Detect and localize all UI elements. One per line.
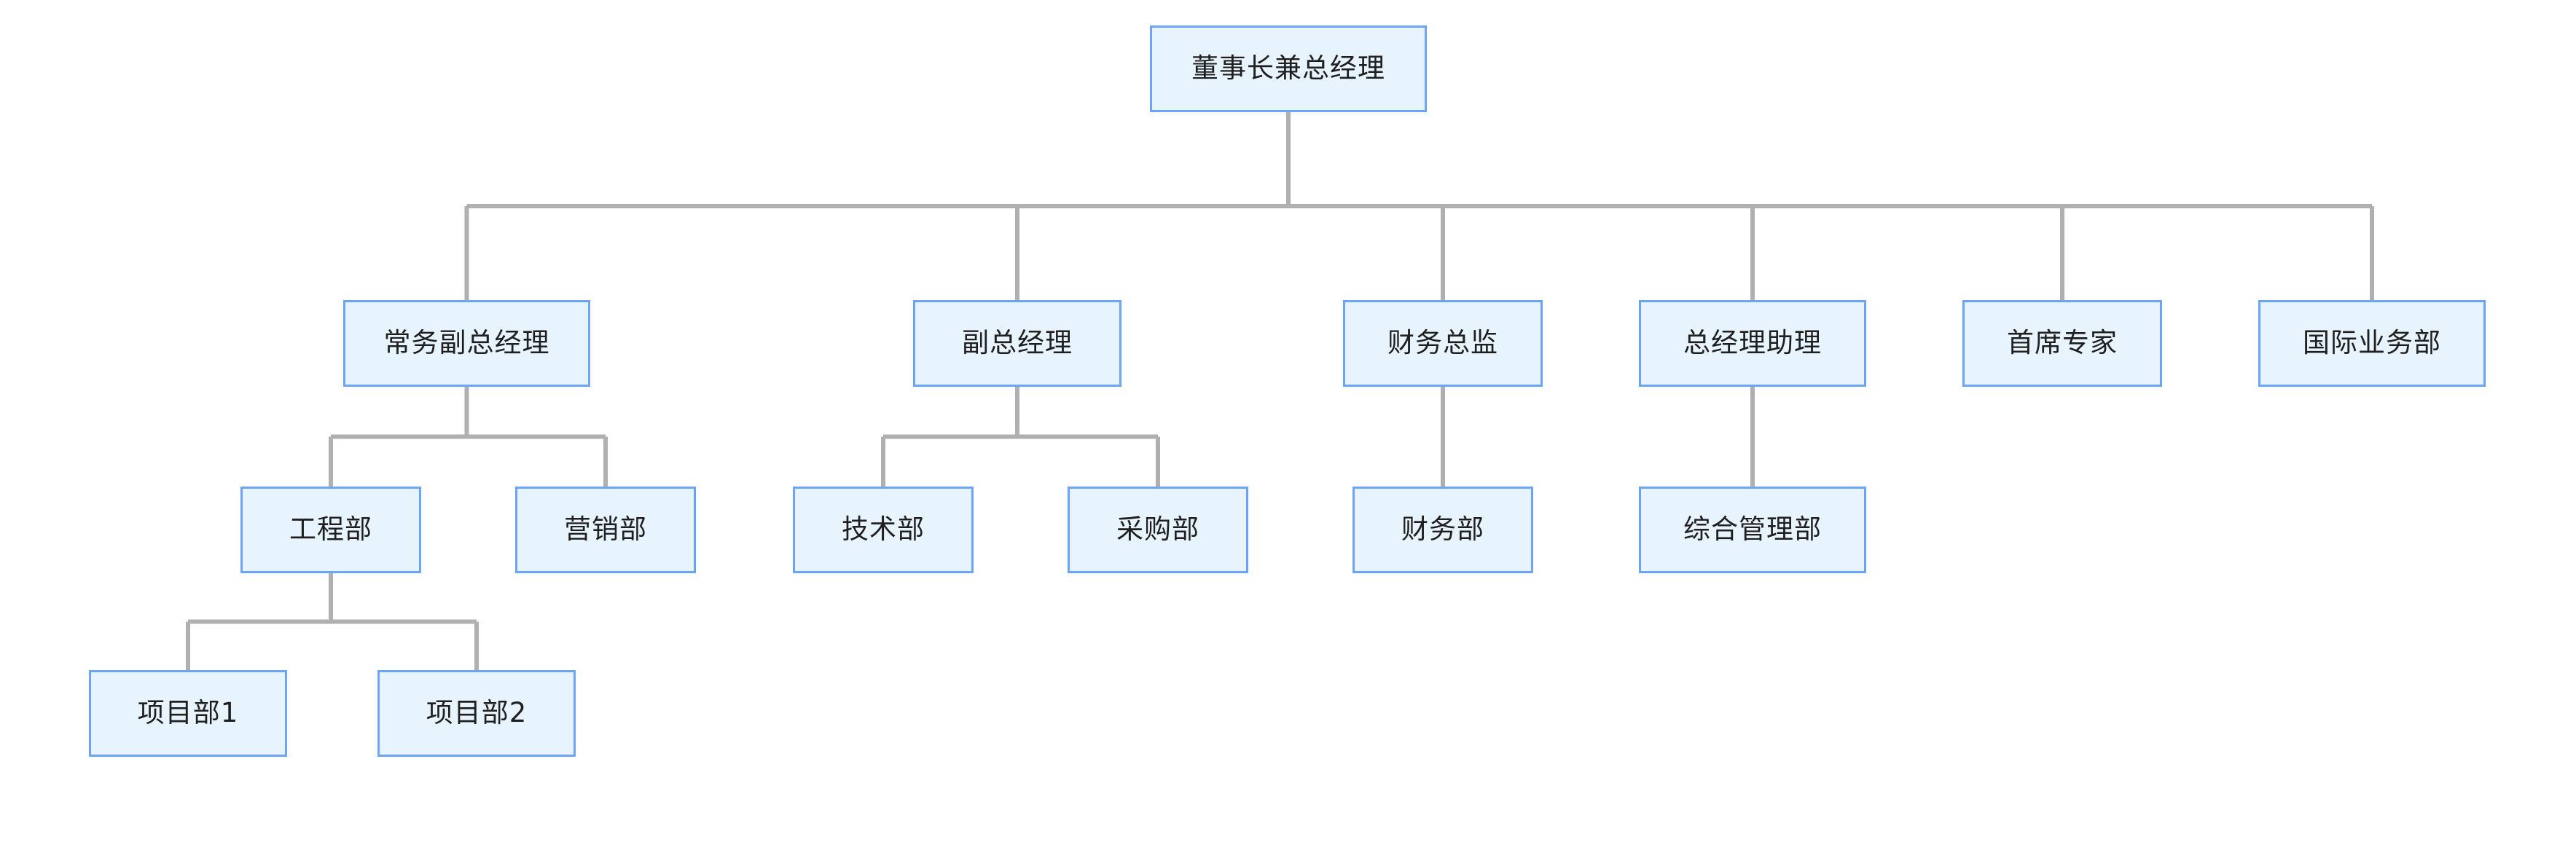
node-procurement-department[interactable]: 采购部 xyxy=(1068,487,1248,573)
node-project-department-2[interactable]: 项目部2 xyxy=(377,670,576,757)
node-label: 董事长兼总经理 xyxy=(1191,52,1385,84)
node-financial-director[interactable]: 财务总监 xyxy=(1343,300,1543,387)
node-international-business-department[interactable]: 国际业务部 xyxy=(2258,300,2486,387)
node-engineering-department[interactable]: 工程部 xyxy=(240,487,421,573)
node-label: 国际业务部 xyxy=(2303,327,2441,359)
node-executive-deputy-general-manager[interactable]: 常务副总经理 xyxy=(343,300,590,387)
node-label: 营销部 xyxy=(564,513,647,546)
node-label: 副总经理 xyxy=(962,327,1073,359)
node-label: 采购部 xyxy=(1116,513,1199,546)
node-chief-expert[interactable]: 首席专家 xyxy=(1962,300,2162,387)
node-label: 财务部 xyxy=(1401,513,1484,546)
node-label: 总经理助理 xyxy=(1683,327,1822,359)
node-label: 技术部 xyxy=(842,513,925,546)
node-label: 首席专家 xyxy=(2007,327,2118,359)
node-technology-department[interactable]: 技术部 xyxy=(793,487,974,573)
node-chairman-general-manager[interactable]: 董事长兼总经理 xyxy=(1150,25,1427,112)
node-finance-department[interactable]: 财务部 xyxy=(1352,487,1533,573)
node-label: 项目部1 xyxy=(137,697,239,729)
node-label: 财务总监 xyxy=(1387,327,1498,359)
node-label: 综合管理部 xyxy=(1683,513,1822,546)
node-label: 项目部2 xyxy=(426,697,528,729)
node-deputy-general-manager[interactable]: 副总经理 xyxy=(913,300,1121,387)
node-general-management-department[interactable]: 综合管理部 xyxy=(1639,487,1866,573)
node-general-manager-assistant[interactable]: 总经理助理 xyxy=(1639,300,1866,387)
node-label: 常务副总经理 xyxy=(383,327,550,359)
node-project-department-1[interactable]: 项目部1 xyxy=(89,670,287,757)
node-label: 工程部 xyxy=(289,513,372,546)
node-marketing-department[interactable]: 营销部 xyxy=(515,487,696,573)
